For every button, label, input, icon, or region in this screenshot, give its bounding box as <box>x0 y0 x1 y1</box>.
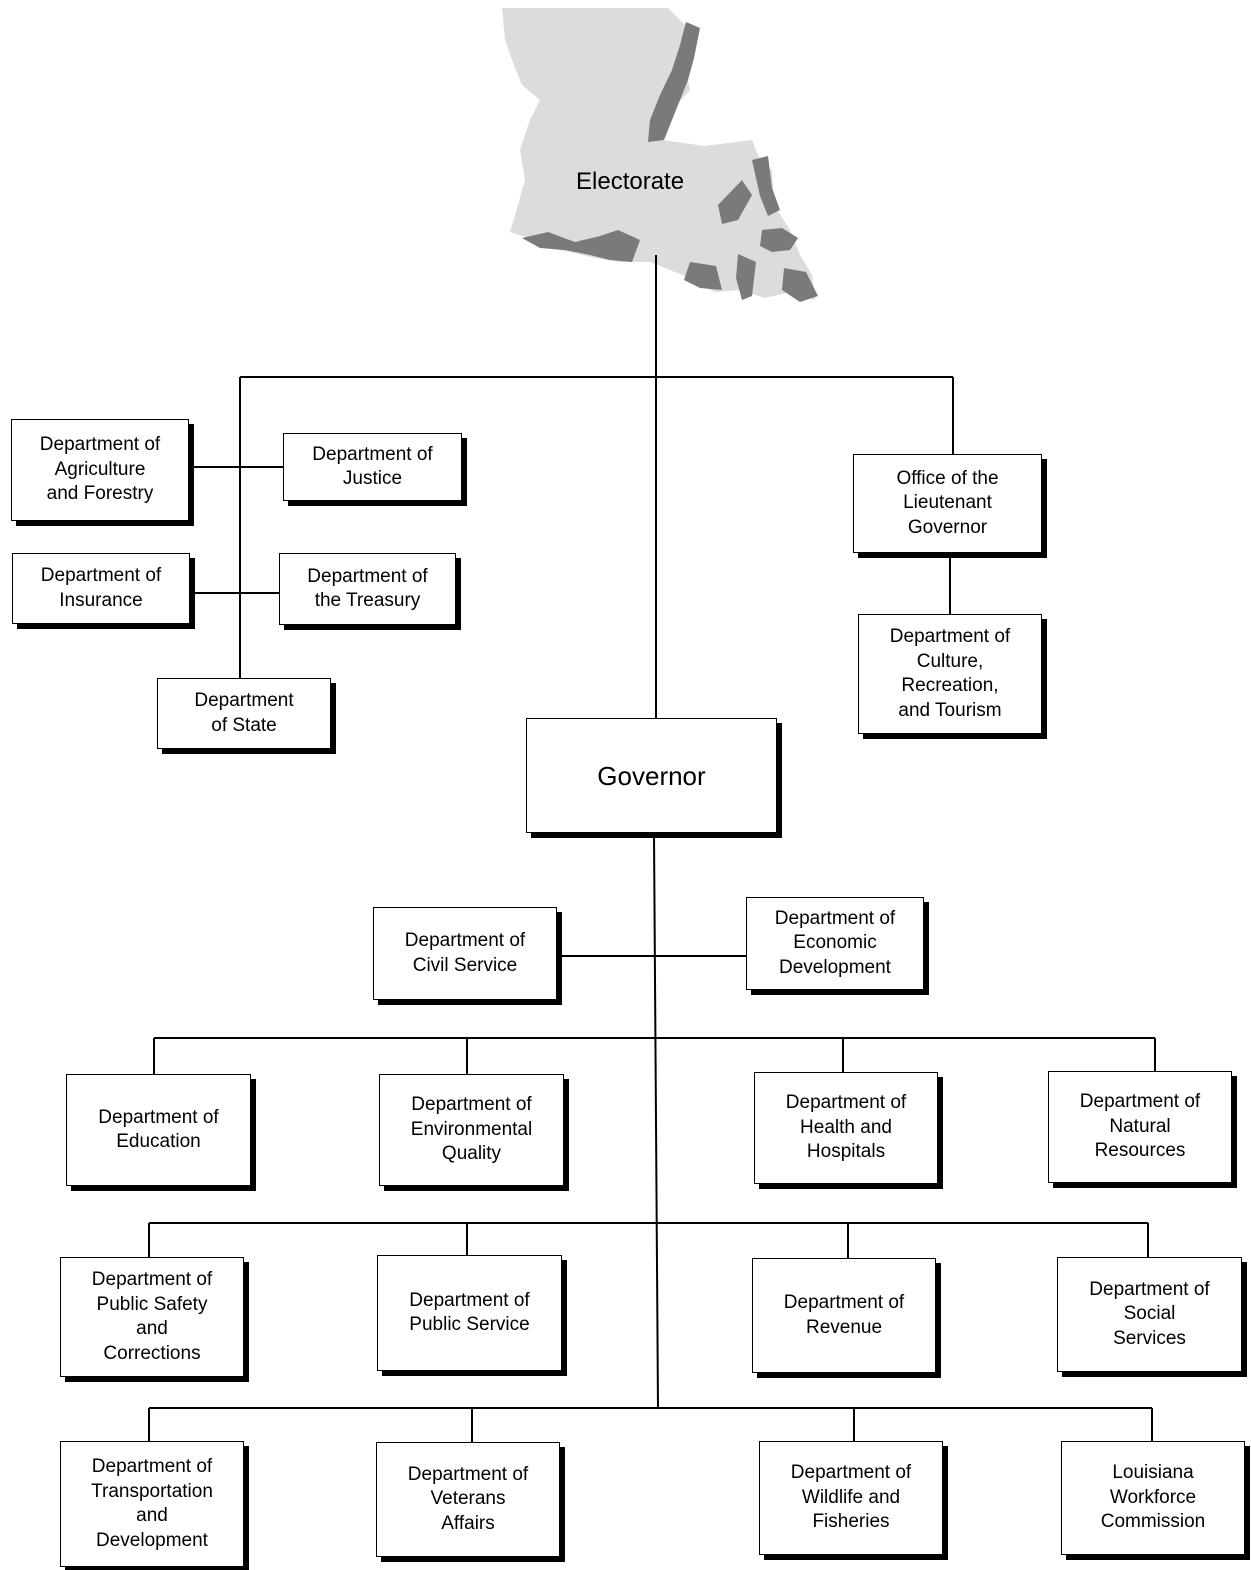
electorate-label: Electorate <box>576 168 685 195</box>
dept-public-service: Department of Public Service <box>377 1255 562 1371</box>
louisiana-workforce-commission: Louisiana Workforce Commission <box>1061 1441 1245 1555</box>
dept-state: Department of State <box>157 678 331 749</box>
dept-insurance: Department of Insurance <box>12 553 190 624</box>
dept-agriculture-forestry: Department of Agriculture and Forestry <box>11 419 189 521</box>
dept-treasury: Department of the Treasury <box>279 553 456 625</box>
governor-box: Governor <box>526 718 777 833</box>
dept-education: Department of Education <box>66 1074 251 1186</box>
dept-revenue: Department of Revenue <box>752 1258 936 1373</box>
dept-culture-recreation-tourism: Department of Culture, Recreation, and T… <box>858 614 1042 734</box>
dept-environmental-quality: Department of Environmental Quality <box>379 1074 564 1186</box>
dept-wildlife-fisheries: Department of Wildlife and Fisheries <box>759 1441 943 1555</box>
office-lieutenant-governor: Office of the Lieutenant Governor <box>853 454 1042 553</box>
dept-social-services: Department of Social Services <box>1057 1257 1242 1372</box>
dept-public-safety-corrections: Department of Public Safety and Correcti… <box>60 1257 244 1377</box>
dept-veterans-affairs: Department of Veterans Affairs <box>376 1442 560 1557</box>
dept-natural-resources: Department of Natural Resources <box>1048 1071 1232 1183</box>
dept-civil-service: Department of Civil Service <box>373 907 557 1000</box>
dept-economic-development: Department of Economic Development <box>746 897 924 990</box>
louisiana-state-map-icon <box>502 8 818 302</box>
dept-transportation-development: Department of Transportation and Develop… <box>60 1441 244 1567</box>
dept-health-hospitals: Department of Health and Hospitals <box>754 1072 938 1184</box>
dept-justice: Department of Justice <box>283 433 462 501</box>
